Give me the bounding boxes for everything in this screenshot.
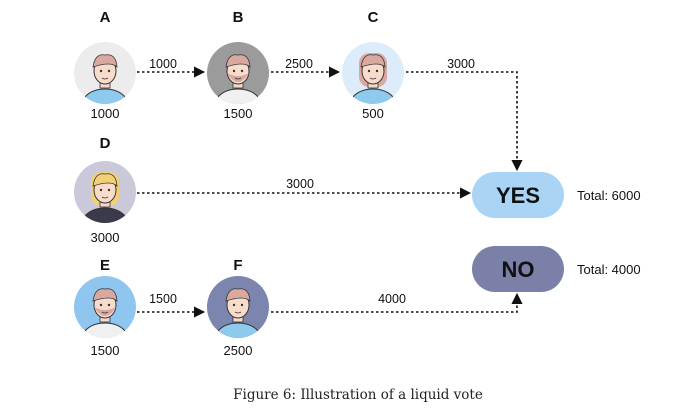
voter-tokens: 1000 [91,106,120,121]
edge-amount: 3000 [286,177,314,191]
voter-d: D 3000 [74,135,136,245]
edge-amount: 4000 [378,292,406,306]
voter-b: B 1500 [207,9,269,121]
yes-total: Total: 6000 [577,188,641,203]
no-total: Total: 4000 [577,262,641,277]
voter-tokens: 500 [362,106,384,121]
avatar-icon [74,42,136,104]
voter-name: B [233,9,244,26]
avatar-icon [74,161,136,223]
voter-name: D [100,135,111,152]
avatar-icon [207,276,269,338]
yes-pill [472,172,564,218]
voter-tokens: 1500 [91,343,120,358]
yes-label: YES [496,183,540,208]
voter-name: A [100,9,111,26]
edge-b-c: 2500 [271,57,341,78]
no-pill [472,246,564,292]
edge-e-f: 1500 [137,292,206,318]
avatar-icon [207,42,269,104]
voter-name: C [368,9,379,26]
edge-amount: 3000 [447,57,475,71]
avatar-icon [342,42,404,104]
voter-tokens: 3000 [91,230,120,245]
option-no: NO Total: 4000 [472,246,641,292]
edge-amount: 1000 [149,57,177,71]
option-yes: YES Total: 6000 [472,172,641,218]
edge-d-yes: 3000 [137,177,472,199]
edge-f-no: 4000 [271,292,523,313]
voter-a: A 1000 [74,9,136,121]
edge-amount: 2500 [285,57,313,71]
edge-amount: 1500 [149,292,177,306]
voter-e: E 1500 [74,257,136,358]
edge-c-yes: 3000 [406,57,523,172]
figure-caption: Figure 6: Illustration of a liquid vote [233,387,483,403]
voter-name: E [100,257,110,274]
avatar-icon [74,276,136,338]
voter-f: F 2500 [207,257,269,358]
voter-tokens: 1500 [224,106,253,121]
voter-tokens: 2500 [224,343,253,358]
edge-a-b: 1000 [137,57,206,78]
no-label: NO [502,257,535,282]
voter-name: F [233,257,242,274]
voter-c: C 500 [342,9,404,121]
